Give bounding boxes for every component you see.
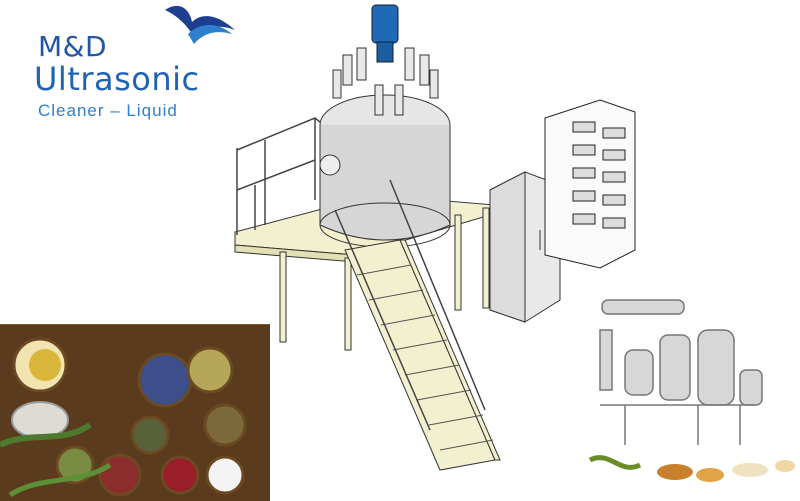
logo-tagline: Cleaner – Liquid xyxy=(38,101,178,120)
extractor-equipment-photo xyxy=(580,290,800,500)
logo-line-1: M&D xyxy=(38,30,108,63)
logo-line-2: Ultrasonic xyxy=(34,60,200,98)
herbs-bowls-photo xyxy=(0,324,270,501)
tank-platform-illustration xyxy=(234,4,636,471)
bird-swoosh-icon xyxy=(165,5,235,44)
company-logo: M&D Ultrasonic Cleaner – Liquid xyxy=(30,0,240,130)
